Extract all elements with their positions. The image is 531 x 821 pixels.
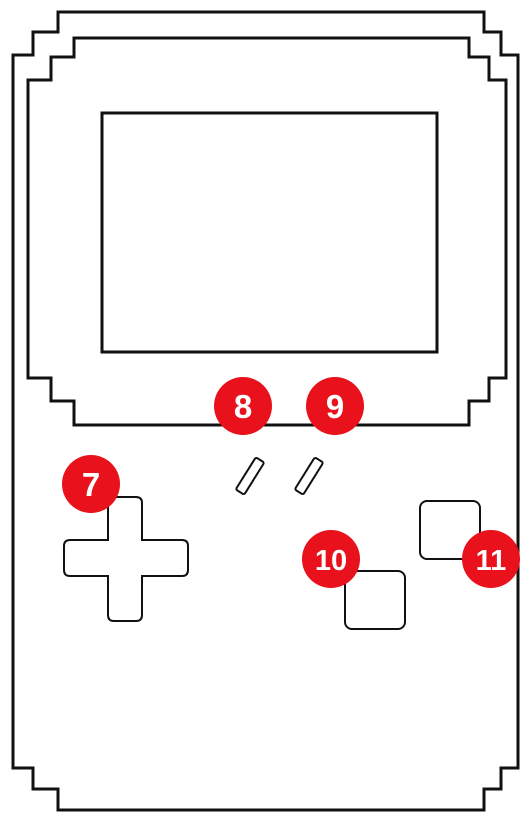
callout-number-10: 10 — [315, 545, 347, 577]
callout-number-8: 8 — [234, 388, 252, 425]
callout-badge-select: 8 — [214, 377, 272, 435]
callout-number-9: 9 — [326, 388, 344, 425]
b-button[interactable] — [345, 571, 405, 629]
callout-badge-start: 9 — [306, 377, 364, 435]
callout-badge-b: 10 — [302, 530, 360, 588]
display-screen — [102, 113, 437, 352]
callout-number-11: 11 — [476, 545, 507, 577]
callout-number-7: 7 — [82, 466, 100, 503]
callout-badge-dpad: 7 — [62, 455, 120, 513]
callout-badge-a: 11 — [462, 530, 520, 588]
